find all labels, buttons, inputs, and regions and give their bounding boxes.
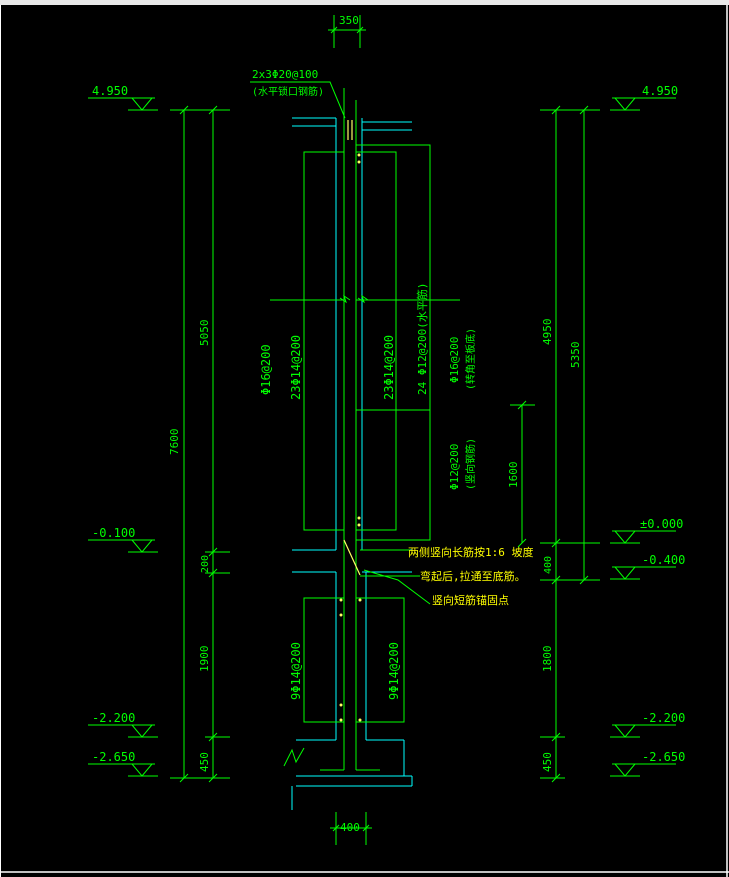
rebar-label-horizontal: 24 Φ12@200(水平筋) — [415, 283, 429, 395]
left-elev-1: 4.950 — [92, 84, 128, 98]
left-dim-lower: 1900 — [198, 646, 211, 673]
right-dim-bottom: 450 — [541, 752, 554, 772]
right-dim-overall: 5350 — [569, 342, 582, 369]
left-elev-4: -2.650 — [92, 750, 135, 764]
left-dimension-chains — [170, 105, 230, 783]
top-dimension — [328, 15, 366, 48]
right-dim-mid: 1600 — [507, 462, 520, 489]
rebar-dots — [339, 153, 362, 722]
left-elev-2: -0.100 — [92, 526, 135, 540]
top-note-leader — [250, 81, 346, 119]
right-elev-4: -2.200 — [642, 711, 685, 725]
left-elevation-markers — [88, 97, 158, 777]
right-dim-middle: 400 — [543, 556, 554, 574]
rebar-label-right-upper-2: (转角至板底) — [464, 328, 477, 390]
right-elev-2: ±0.000 — [640, 517, 683, 531]
rebar-lines — [270, 88, 460, 771]
rebar-label-right-upper-1: Φ16@200 — [448, 337, 461, 383]
note-line-1: 两侧竖向长筋按1:6 坡度 — [408, 545, 534, 559]
left-dim-overall: 7600 — [168, 429, 181, 456]
right-elev-5: -2.650 — [642, 750, 685, 764]
rebar-label-inner-left: 23Φ14@200 — [289, 335, 303, 400]
note-line-2: 弯起后,拉通至底筋。 — [420, 569, 526, 583]
right-dim-lower: 1800 — [541, 646, 554, 673]
left-dim-upper: 5050 — [198, 320, 211, 347]
rebar-label-right-mid-1: Φ12@200 — [448, 444, 461, 490]
right-dimension-chains — [510, 105, 600, 783]
yellow-rebar-marks — [343, 120, 361, 576]
right-elev-3: -0.400 — [642, 553, 685, 567]
rebar-label-inner-right: 23Φ14@200 — [382, 335, 396, 400]
left-dim-middle: 200 — [200, 555, 211, 573]
right-elevation-markers — [610, 97, 676, 777]
top-window-strip — [0, 0, 729, 5]
rebar-label-outer-left: Φ16@200 — [259, 344, 273, 395]
note-line-3: 竖向短筋锚固点 — [432, 593, 509, 607]
left-dim-bottom: 450 — [198, 752, 211, 772]
rebar-label-lower-left: 9Φ14@200 — [289, 642, 303, 700]
top-rebar-note-2: (水平锁口钢筋) — [252, 85, 324, 98]
right-elev-1: 4.950 — [642, 84, 678, 98]
wall-outline — [291, 117, 413, 810]
left-elev-3: -2.200 — [92, 711, 135, 725]
bottom-dimension-text: 400 — [340, 821, 360, 834]
top-dimension-text: 350 — [339, 14, 359, 27]
bottom-dimension — [330, 812, 372, 845]
right-dim-upper: 4950 — [541, 319, 554, 346]
rebar-label-lower-right: 9Φ14@200 — [387, 642, 401, 700]
top-rebar-note-1: 2x3Φ20@100 — [252, 68, 318, 81]
rebar-label-right-mid-2: (竖向钢筋) — [464, 438, 477, 490]
